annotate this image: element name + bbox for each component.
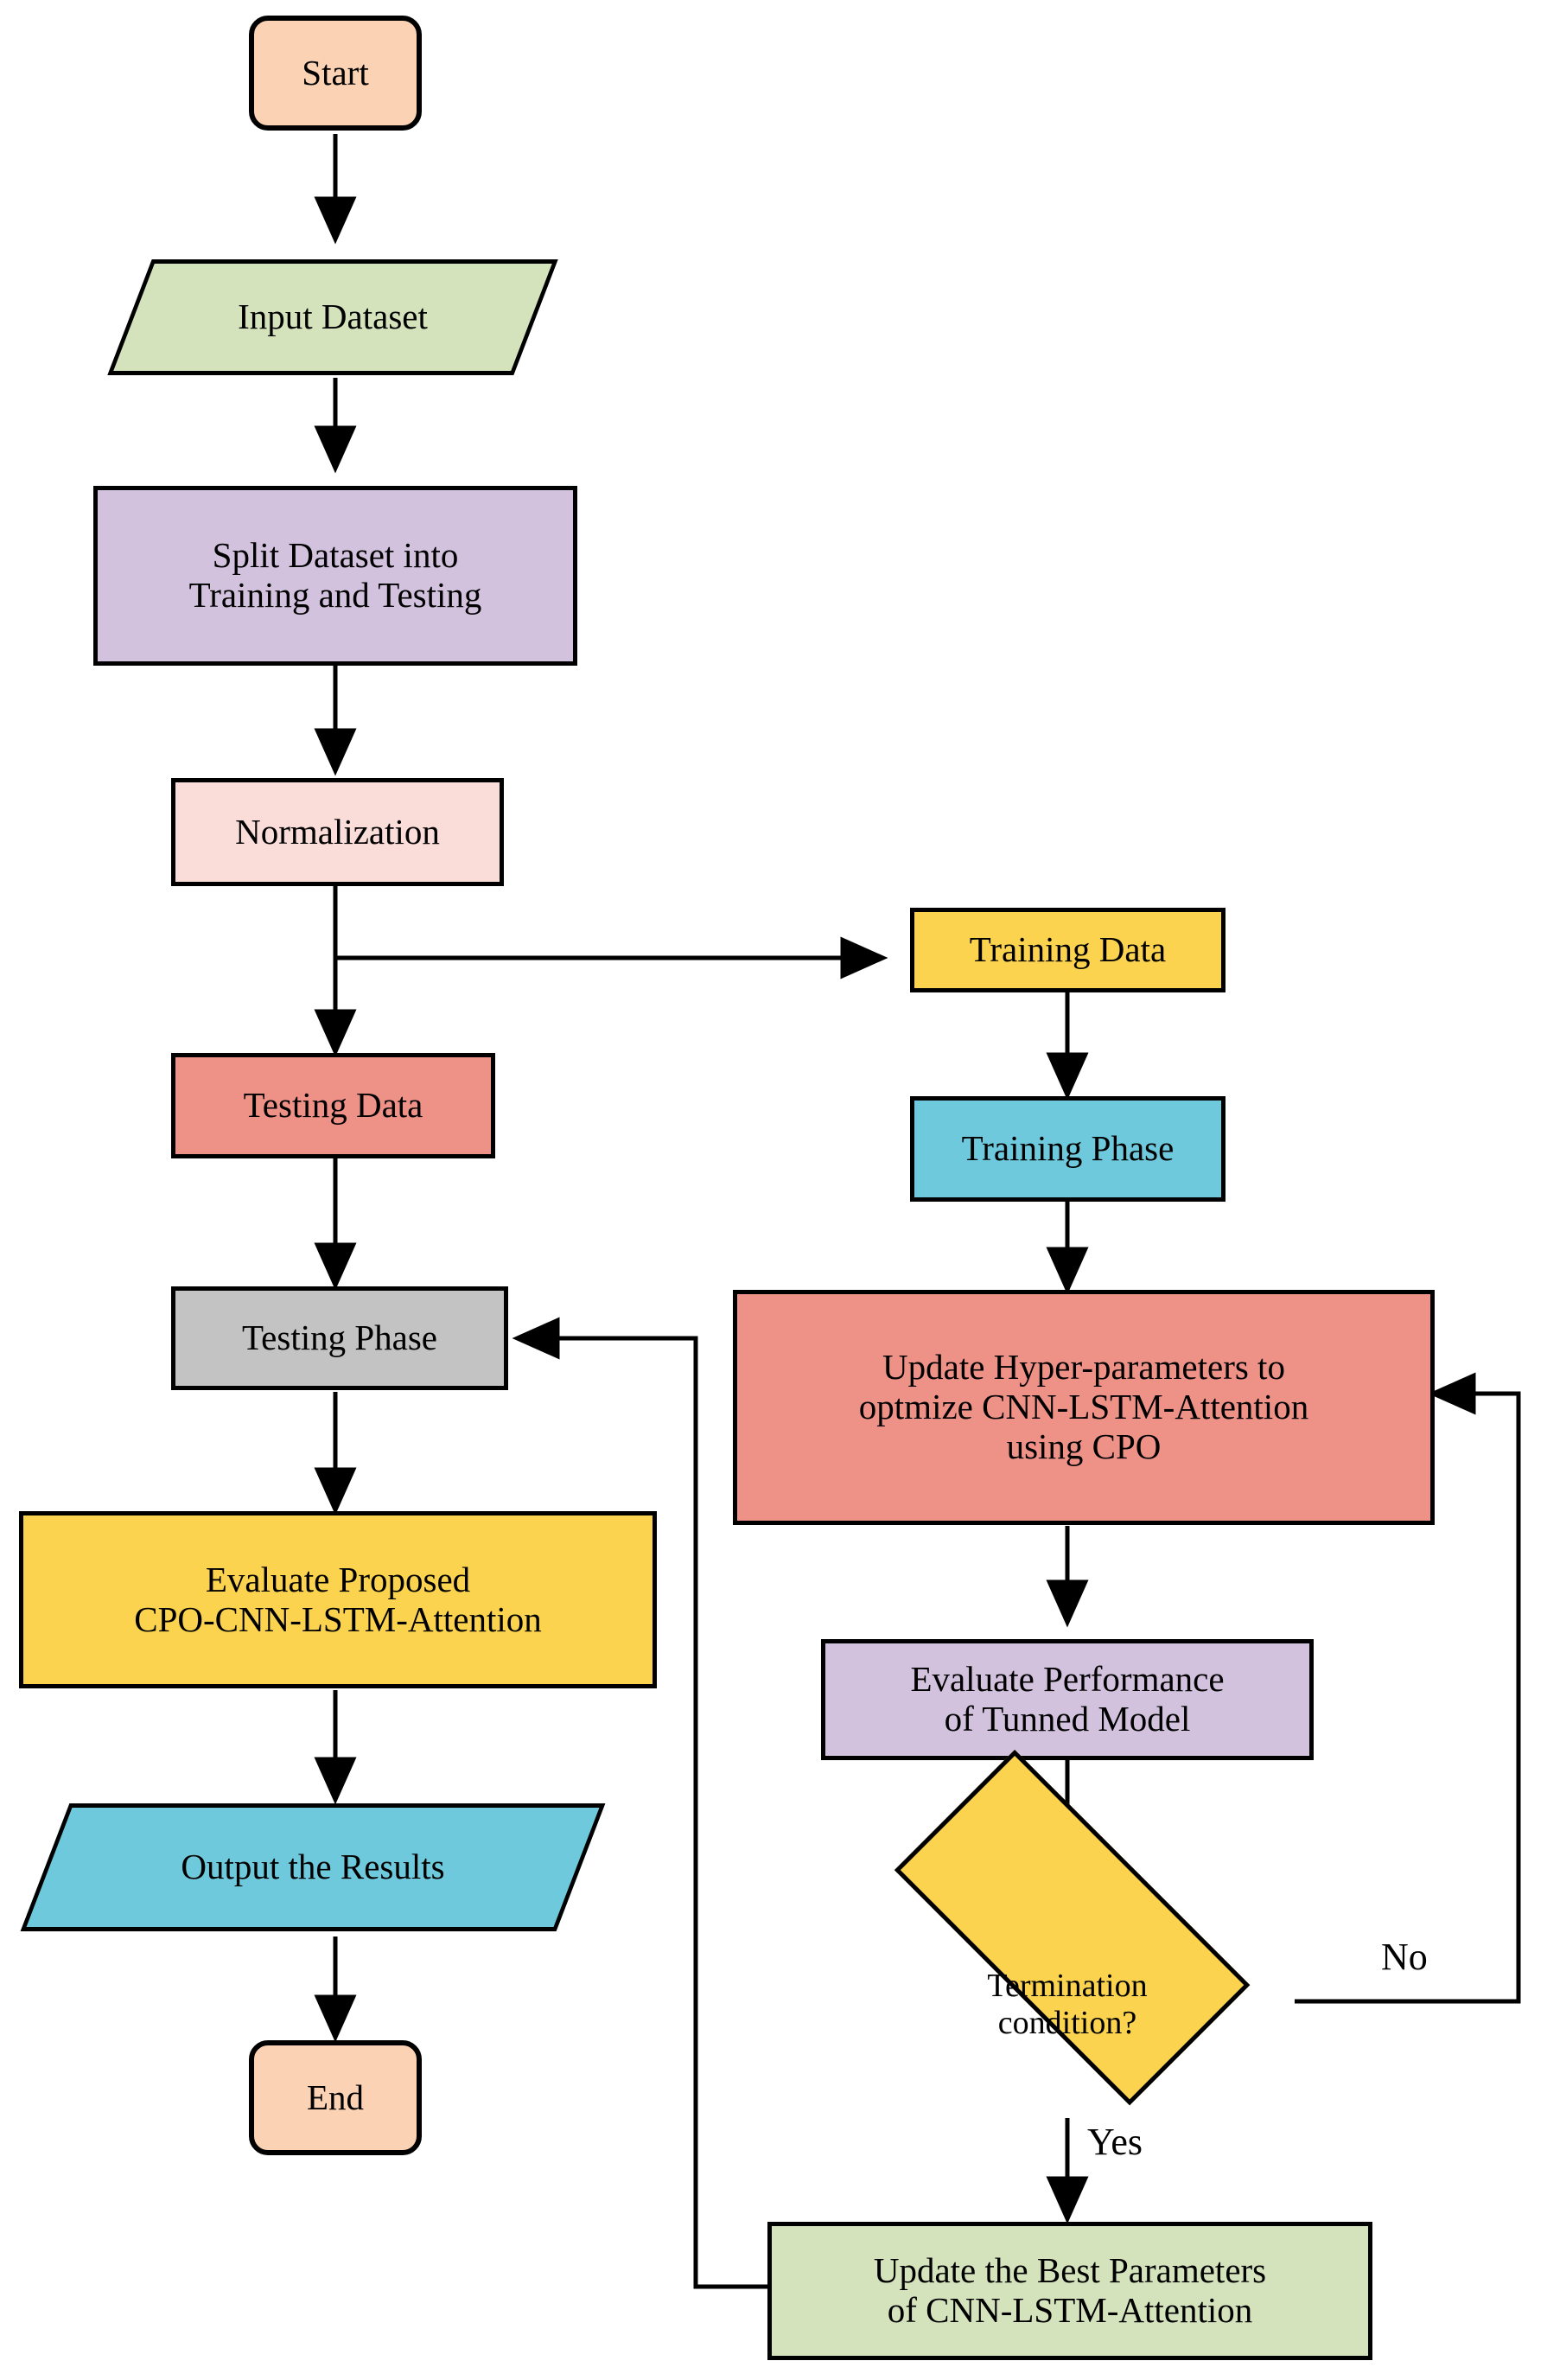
edge-label-yes: Yes (1087, 2121, 1143, 2163)
node-input-dataset-label: Input Dataset (238, 297, 428, 337)
node-evaluate-proposed[interactable]: Evaluate Proposed CPO-CNN-LSTM-Attention (19, 1511, 657, 1688)
node-start-label: Start (302, 52, 369, 93)
node-input-dataset[interactable]: Input Dataset (107, 259, 558, 375)
node-start[interactable]: Start (249, 16, 422, 131)
node-update-hyperparameters-label: Update Hyper-parameters to optmize CNN-L… (858, 1347, 1309, 1466)
node-end[interactable]: End (249, 2040, 422, 2155)
edge-bestparams-to-testingphase (512, 1317, 769, 2289)
node-evaluate-proposed-label: Evaluate Proposed CPO-CNN-LSTM-Attention (134, 1559, 542, 1639)
node-testing-phase[interactable]: Testing Phase (171, 1286, 508, 1390)
node-end-label: End (306, 2077, 365, 2117)
node-testing-phase-label: Testing Phase (241, 1318, 438, 1358)
node-update-best-parameters[interactable]: Update the Best Parameters of CNN-LSTM-A… (767, 2222, 1372, 2360)
node-output-results[interactable]: Output the Results (20, 1803, 606, 1931)
node-output-results-label: Output the Results (181, 1847, 445, 1887)
node-update-best-parameters-label: Update the Best Parameters of CNN-LSTM-A… (873, 2250, 1267, 2330)
edge-label-no: No (1381, 1936, 1428, 1978)
node-split-dataset[interactable]: Split Dataset into Training and Testing (93, 486, 577, 666)
node-update-hyperparameters[interactable]: Update Hyper-parameters to optmize CNN-L… (733, 1290, 1435, 1525)
node-testing-data-label: Testing Data (243, 1085, 423, 1126)
node-normalization[interactable]: Normalization (171, 778, 504, 886)
node-evaluate-performance-label: Evaluate Performance of Tunned Model (910, 1659, 1225, 1739)
node-testing-data[interactable]: Testing Data (171, 1053, 495, 1158)
node-termination-condition-label: Termination condition? (987, 1967, 1148, 2041)
node-termination-condition[interactable]: Termination condition? (838, 1750, 1296, 2119)
node-training-phase[interactable]: Training Phase (910, 1096, 1226, 1202)
node-training-data-label: Training Data (969, 929, 1167, 970)
node-training-phase-label: Training Phase (961, 1128, 1175, 1169)
node-split-dataset-label: Split Dataset into Training and Testing (188, 535, 482, 615)
node-training-data[interactable]: Training Data (910, 908, 1226, 992)
node-evaluate-performance[interactable]: Evaluate Performance of Tunned Model (821, 1639, 1314, 1760)
edge-termination-no-to-updatehyper (1295, 1372, 1521, 2004)
node-normalization-label: Normalization (235, 811, 440, 852)
